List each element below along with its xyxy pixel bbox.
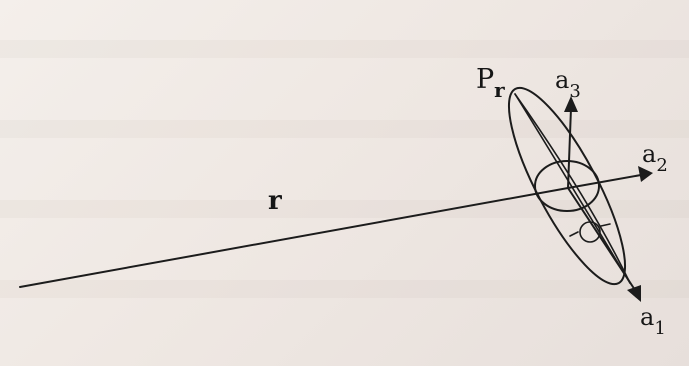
axis-a1-arrowhead [627,285,641,302]
patch-label: Pr [476,64,505,102]
page-bleed-stripe [0,280,689,298]
page-bleed-stripe [0,200,689,218]
axis-a3-label: a3 [555,66,581,102]
small-circle-tick [600,223,611,227]
axis-a2-line [567,174,642,189]
axis-a2-label: a2 [642,140,668,176]
axis-a3-arrowhead [564,96,578,112]
position-vector-line [19,187,569,288]
page-bleed-stripe [0,120,689,138]
ellipsoid-meridian-line [514,93,631,284]
ellipsoid-meridian-line [514,93,631,284]
small-section-circle [579,221,601,243]
axis-a2-arrowhead [638,166,653,182]
position-vector-label: r [268,186,282,216]
central-section-circle [534,160,600,212]
page-bleed-stripe [0,40,689,58]
axis-a1-label: a1 [640,303,666,339]
small-circle-tick [569,231,579,237]
